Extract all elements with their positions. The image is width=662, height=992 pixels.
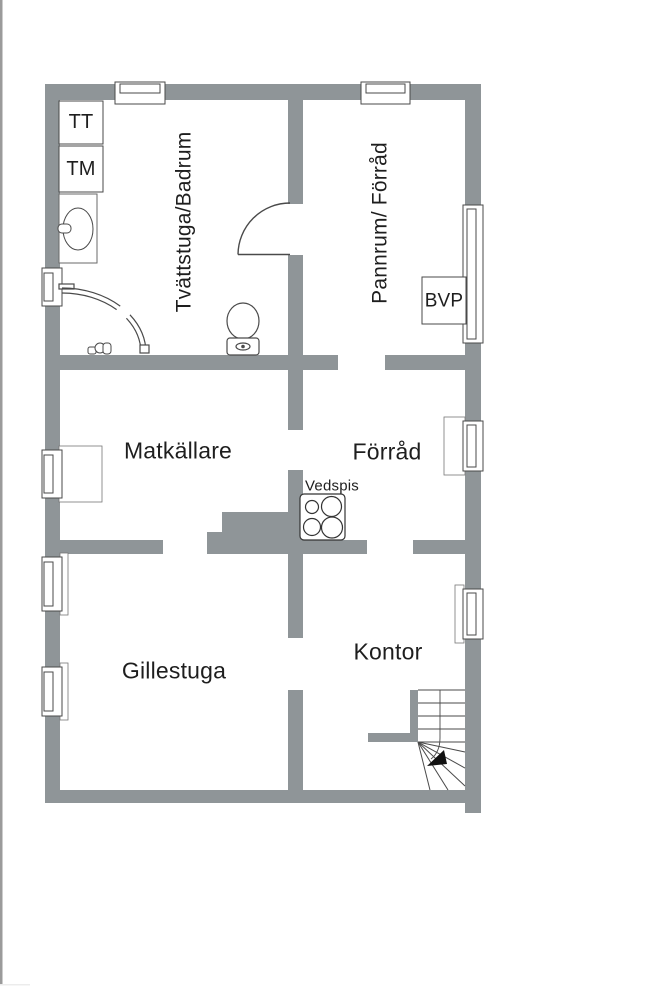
chimney-wall xyxy=(207,512,288,540)
room-label-kontor: Kontor xyxy=(353,638,423,665)
window-icon xyxy=(41,666,63,717)
inner-wall xyxy=(207,540,367,554)
inner-wall xyxy=(288,690,303,790)
stove-burner xyxy=(302,517,322,537)
door-swing-icon xyxy=(237,202,291,256)
shower-head-icon xyxy=(87,342,112,355)
stove-icon xyxy=(299,493,346,541)
outer-wall-bottom xyxy=(45,790,481,803)
room-label-matkallare: Matkällare xyxy=(123,437,233,464)
window-icon xyxy=(360,81,411,105)
label-vedspis: Vedspis xyxy=(305,477,359,495)
dryer-box xyxy=(58,100,104,145)
inner-wall xyxy=(288,96,303,204)
page-edge-line xyxy=(0,0,30,986)
inner-wall xyxy=(288,255,303,370)
room-label-tvattstuga-badrum: Tvättstuga/Badrum xyxy=(172,131,196,313)
washer-box xyxy=(58,145,104,193)
window-icon xyxy=(462,420,484,472)
window-icon xyxy=(41,449,63,499)
label-heat-pump: BVP xyxy=(424,290,464,312)
outer-wall-left xyxy=(45,84,60,803)
inner-wall xyxy=(52,540,163,554)
stair-wall xyxy=(410,690,418,742)
heat-pump-box xyxy=(421,276,467,325)
window-icon xyxy=(41,556,63,612)
room-label-forrad: Förråd xyxy=(352,438,422,465)
room-label-gillestuga: Gillestuga xyxy=(121,657,227,684)
outer-wall-top xyxy=(45,84,481,100)
label-tumble-dryer: TT xyxy=(68,111,94,133)
stove-burner xyxy=(304,499,320,515)
window-icon xyxy=(462,588,484,640)
stairs-icon xyxy=(417,689,466,791)
toilet-icon xyxy=(226,302,260,356)
inner-wall xyxy=(413,540,469,554)
inner-wall xyxy=(288,554,303,638)
shower-icon xyxy=(58,283,150,354)
inner-wall xyxy=(52,355,338,370)
windows xyxy=(41,81,484,717)
stair-wall xyxy=(368,733,418,742)
stove-burner xyxy=(320,516,344,539)
window-icon xyxy=(462,204,484,344)
window-icon xyxy=(114,81,166,105)
inner-wall xyxy=(288,370,303,430)
sink-icon xyxy=(57,193,98,264)
stairs-direction-arrow-icon xyxy=(427,750,447,766)
label-washing-machine: TM xyxy=(66,158,96,180)
room-label-pannrum-forrad: Pannrum/ Förråd xyxy=(368,142,392,304)
inner-wall xyxy=(385,355,470,370)
inner-wall xyxy=(288,470,303,554)
